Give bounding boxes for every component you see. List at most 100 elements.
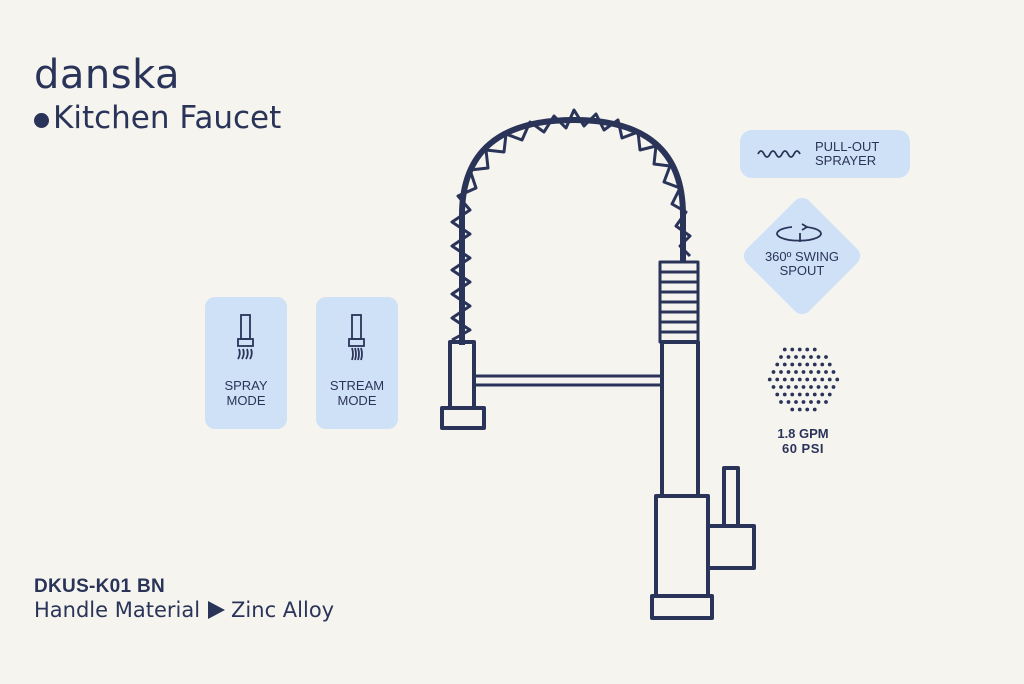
- spray-hole-dot: [790, 347, 795, 352]
- wave-icon: [757, 150, 801, 158]
- swing-label: 360º SWING SPOUT: [765, 250, 839, 278]
- spray-hole-dot: [831, 385, 836, 389]
- handle-lever: [722, 466, 740, 528]
- flow-gpm: 1.8 GPM: [777, 426, 829, 441]
- spray-hole-dot: [782, 347, 787, 352]
- spray-hole-dot: [824, 385, 828, 389]
- spray-hole-dot: [812, 407, 817, 412]
- swing-spout-content: 360º SWING SPOUT: [740, 222, 864, 292]
- pullout-line1: PULL-OUT: [815, 139, 880, 154]
- spray-hole-dot: [827, 362, 832, 367]
- brand-logo: danska: [34, 52, 181, 98]
- spray-hole-dot: [779, 385, 783, 389]
- spray-hole-dot: [805, 392, 810, 397]
- spray-hole-dot: [782, 362, 787, 367]
- spray-hole-dot: [805, 377, 810, 382]
- bullet-dot: [34, 112, 49, 128]
- spray-hole-dot: [786, 355, 791, 359]
- spray-mode-card: SPRAY MODE: [205, 297, 287, 429]
- faucet-body: [654, 494, 710, 598]
- spray-hole-dot: [790, 377, 795, 382]
- spray-hole-dot: [786, 370, 791, 374]
- spray-hole-dot: [786, 400, 791, 404]
- spray-hole-dot: [831, 370, 836, 374]
- spray-hole-dot: [827, 392, 832, 397]
- model-number: DKUS-K01 BN: [34, 576, 166, 597]
- spray-hole-dot: [779, 400, 783, 404]
- spray-icon: [237, 314, 254, 360]
- spray-hole-dot: [801, 370, 806, 374]
- spray-hole-dot: [812, 377, 817, 382]
- flow-rate: 1.8 GPM 60 PSI: [760, 426, 846, 456]
- spray-hole-dot: [812, 362, 817, 367]
- spring-coil: [450, 108, 692, 342]
- spray-holes-icon: [767, 347, 840, 412]
- pullout-label: PULL-OUT SPRAYER: [815, 140, 879, 168]
- handle-block: [706, 524, 756, 570]
- pullout-line2: SPRAYER: [815, 153, 877, 168]
- spray-hole-dot: [794, 400, 798, 404]
- spray-mode-line1: SPRAY: [224, 378, 268, 393]
- material-value: Zinc Alloy: [231, 598, 335, 622]
- stream-icon: [348, 314, 365, 361]
- spray-hole-dot: [801, 400, 806, 404]
- spray-hole-dot: [779, 355, 783, 359]
- product-title-text: Kitchen Faucet: [53, 100, 282, 136]
- spray-hole-dot: [797, 407, 802, 412]
- spray-hole-dot: [820, 392, 825, 397]
- spray-hole-dot: [771, 385, 776, 389]
- spray-hole-dot: [809, 400, 813, 404]
- spray-hole-dot: [794, 385, 798, 389]
- spray-hole-dot: [797, 392, 802, 397]
- spray-hole-dot: [794, 355, 798, 359]
- material-label: Handle Material: [34, 598, 201, 622]
- spray-hole-dot: [812, 347, 817, 352]
- spout-arc: [459, 117, 686, 345]
- pullout-sprayer-badge: PULL-OUT SPRAYER: [740, 130, 910, 178]
- spray-hole-dot: [809, 385, 813, 389]
- spray-hole-dot: [827, 377, 832, 382]
- spray-hole-dot: [812, 392, 817, 397]
- faucet-base: [650, 594, 714, 620]
- spray-hole-dot: [824, 355, 828, 359]
- spray-hole-dot: [824, 400, 828, 404]
- spray-hole-dot: [790, 362, 795, 367]
- spray-hole-dot: [786, 385, 791, 389]
- spray-mode-label: SPRAY MODE: [224, 378, 267, 408]
- spray-hole-dot: [782, 377, 787, 382]
- spray-hole-dot: [790, 392, 795, 397]
- arrow-right-icon: [208, 601, 226, 619]
- swing-line2: SPOUT: [779, 263, 825, 278]
- flow-psi: 60 PSI: [781, 441, 825, 456]
- spray-hole-dot: [820, 377, 825, 382]
- spray-hole-dot: [782, 392, 787, 397]
- spray-hole-dot: [809, 370, 813, 374]
- stream-mode-line1: STREAM: [329, 378, 385, 393]
- spray-hole-dot: [797, 347, 802, 352]
- spray-hole-dot: [805, 347, 810, 352]
- spray-hole-dot: [790, 407, 795, 412]
- spray-hole-dot: [797, 377, 802, 382]
- spray-hole-dot: [767, 377, 772, 382]
- swing-line1: 360º SWING: [764, 249, 840, 264]
- spray-hole-dot: [801, 385, 806, 389]
- spray-hole-dot: [775, 392, 780, 397]
- spray-hole-dot: [801, 355, 806, 359]
- spray-hole-dot: [816, 400, 821, 404]
- rotate-icon: [776, 223, 822, 242]
- spray-hole-dot: [816, 355, 821, 359]
- product-title: Kitchen Faucet: [34, 100, 281, 136]
- spray-hole-dot: [779, 370, 783, 374]
- sprayer-tip: [440, 406, 486, 430]
- stream-mode-label: STREAM MODE: [330, 378, 384, 408]
- spray-hole-dot: [816, 370, 821, 374]
- spray-hole-dot: [775, 377, 780, 382]
- spray-hole-dot: [824, 370, 828, 374]
- sprayer-head: [448, 340, 476, 410]
- spray-hole-dot: [835, 377, 840, 382]
- spray-hole-dot: [805, 362, 810, 367]
- spray-hole-dot: [820, 362, 825, 367]
- spray-mode-line2: MODE: [226, 393, 266, 408]
- spray-hole-dot: [816, 385, 821, 389]
